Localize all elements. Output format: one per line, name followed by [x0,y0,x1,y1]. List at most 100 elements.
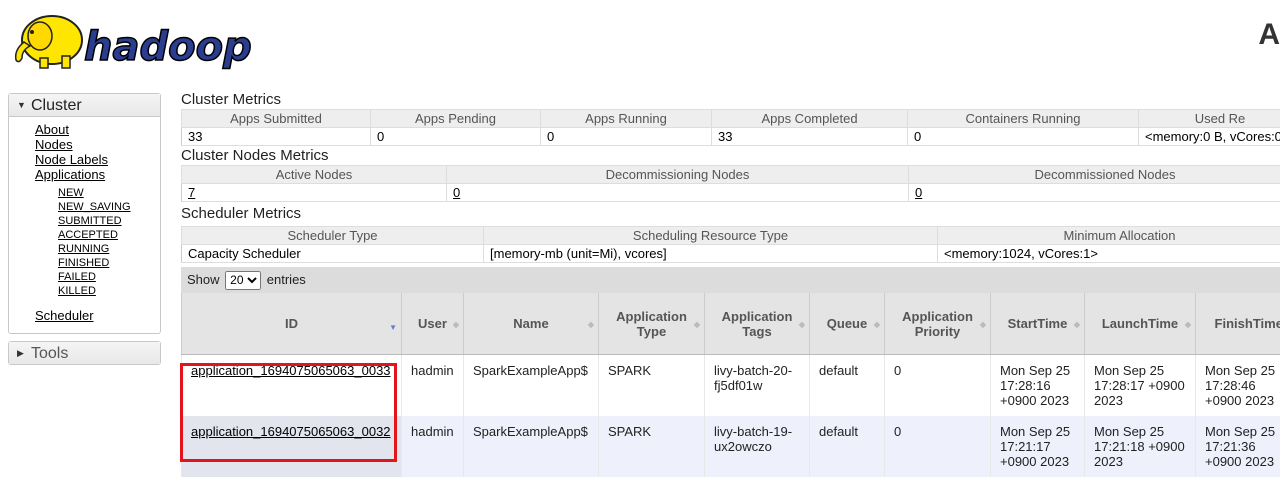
nav-link-scheduler[interactable]: Scheduler [35,308,94,323]
hadoop-logo[interactable]: hadoop [10,6,282,72]
value-scheduler-type: Capacity Scheduler [181,244,484,263]
cell-finish-time: Mon Sep 25 17:21:36 +0900 2023 [1195,416,1280,477]
cell-start-time: Mon Sep 25 17:28:16 +0900 2023 [990,354,1085,416]
cell-launch-time: Mon Sep 25 17:28:17 +0900 2023 [1084,354,1196,416]
nav-state-submitted[interactable]: SUBMITTED [58,215,122,227]
cell-finish-time: Mon Sep 25 17:28:46 +0900 2023 [1195,354,1280,416]
expanded-triangle-icon: ▼ [17,100,26,110]
decommissioning-nodes-link[interactable]: 0 [453,185,461,200]
sort-icon: ◆ [1073,320,1080,329]
nav-state-killed[interactable]: KILLED [58,285,96,297]
cluster-metrics-table: Apps Submitted Apps Pending Apps Running… [181,109,1280,146]
nodes-metrics-title: Cluster Nodes Metrics [181,147,329,164]
nav-link-nodes[interactable]: Nodes [35,137,73,152]
hadoop-elephant-icon: hadoop [14,15,252,71]
nav-state-running[interactable]: RUNNING [58,243,110,255]
nav-state-finished[interactable]: FINISHED [58,257,110,269]
collapsed-triangle-icon: ▶ [17,348,24,358]
tools-section: ▶ Tools [8,341,161,365]
page-title-partial: A [1258,18,1280,51]
active-nodes-link[interactable]: 7 [188,185,196,200]
application-id-link[interactable]: application_1694075065063_0033 [191,363,391,378]
value-used-resources: <memory:0 B, vCores:0 [1138,127,1280,146]
cluster-label: Cluster [31,97,82,114]
table-row: application_1694075065063_0032 hadmin Sp… [181,416,1280,477]
cell-type: SPARK [598,354,705,416]
value-apps-running: 0 [540,127,712,146]
nav-state-accepted[interactable]: ACCEPTED [58,229,118,241]
sort-icon: ◆ [693,320,700,329]
nav-link-about[interactable]: About [35,122,69,137]
sort-icon: ◆ [452,320,459,329]
cell-priority: 0 [884,416,991,477]
col-application-priority[interactable]: Application Priority◆ [884,293,991,355]
cluster-header[interactable]: ▼ Cluster [9,94,160,117]
col-apps-completed: Apps Completed [711,109,908,128]
tools-header[interactable]: ▶ Tools [9,342,160,364]
nav-link-applications[interactable]: Applications [35,167,106,182]
entries-label: entries [266,272,306,287]
col-queue[interactable]: Queue◆ [809,293,885,355]
scheduler-metrics-title: Scheduler Metrics [181,205,302,222]
value-apps-completed: 33 [711,127,908,146]
col-scheduling-resource-type: Scheduling Resource Type [483,226,938,245]
col-active-nodes: Active Nodes [181,165,447,184]
col-id[interactable]: ID▼ [181,293,402,355]
sort-icon: ◆ [979,320,986,329]
cell-queue: default [809,416,885,477]
nav-state-new[interactable]: NEW [58,187,84,199]
sort-icon: ◆ [587,320,594,329]
cell-user: hadmin [401,416,464,477]
sort-icon: ◆ [873,320,880,329]
cluster-links: About Nodes Node Labels Applications NEW… [9,117,160,333]
sort-icon: ◆ [1184,320,1191,329]
tools-label: Tools [31,345,69,362]
decommissioned-nodes-link[interactable]: 0 [915,185,923,200]
col-name[interactable]: Name◆ [463,293,599,355]
col-finish-time[interactable]: FinishTime [1195,293,1280,355]
value-apps-submitted: 33 [181,127,371,146]
col-start-time[interactable]: StartTime◆ [990,293,1085,355]
page-length-bar: Show 20 entries [181,267,1280,293]
sort-icon: ◆ [798,320,805,329]
nav-state-new-saving[interactable]: NEW_SAVING [58,201,131,213]
scheduler-metrics-table: Scheduler Type Scheduling Resource Type … [181,226,1280,263]
col-decommissioned-nodes: Decommissioned Nodes [908,165,1280,184]
applications-table-wrapper: Show 20 entries ID▼ User◆ Name◆ Applicat… [181,267,1280,477]
sort-desc-icon: ▼ [389,323,397,332]
main-content: Cluster Metrics Apps Submitted Apps Pend… [181,90,1280,477]
page-length-select[interactable]: 20 [225,270,262,290]
col-user[interactable]: User◆ [401,293,464,355]
col-apps-submitted: Apps Submitted [181,109,371,128]
col-apps-running: Apps Running [540,109,712,128]
col-application-tags[interactable]: Application Tags◆ [704,293,810,355]
cluster-metrics-title: Cluster Metrics [181,91,282,108]
col-apps-pending: Apps Pending [370,109,541,128]
nav-link-node-labels[interactable]: Node Labels [35,152,108,167]
show-label: Show [187,272,220,287]
value-scheduling-resource-type: [memory-mb (unit=Mi), vcores] [483,244,938,263]
cell-queue: default [809,354,885,416]
cell-launch-time: Mon Sep 25 17:21:18 +0900 2023 [1084,416,1196,477]
value-minimum-allocation: <memory:1024, vCores:1> [937,244,1280,263]
left-nav: ▼ Cluster About Nodes Node Labels Applica… [8,93,161,365]
value-apps-pending: 0 [370,127,541,146]
nodes-metrics-table: Active Nodes Decommissioning Nodes Decom… [181,165,1280,202]
cell-user: hadmin [401,354,464,416]
cell-name: SparkExampleApp$ [463,416,599,477]
col-decommissioning-nodes: Decommissioning Nodes [446,165,909,184]
col-scheduler-type: Scheduler Type [181,226,484,245]
col-application-type[interactable]: Application Type◆ [598,293,705,355]
cell-start-time: Mon Sep 25 17:21:17 +0900 2023 [990,416,1085,477]
cluster-section: ▼ Cluster About Nodes Node Labels Applica… [8,93,161,334]
col-containers-running: Containers Running [907,109,1139,128]
col-launch-time[interactable]: LaunchTime◆ [1084,293,1196,355]
svg-text:hadoop: hadoop [84,24,252,70]
cell-name: SparkExampleApp$ [463,354,599,416]
cell-type: SPARK [598,416,705,477]
cell-priority: 0 [884,354,991,416]
value-containers-running: 0 [907,127,1139,146]
applications-table: ID▼ User◆ Name◆ Application Type◆ Applic… [181,293,1280,477]
application-id-link[interactable]: application_1694075065063_0032 [191,424,391,439]
nav-state-failed[interactable]: FAILED [58,271,96,283]
